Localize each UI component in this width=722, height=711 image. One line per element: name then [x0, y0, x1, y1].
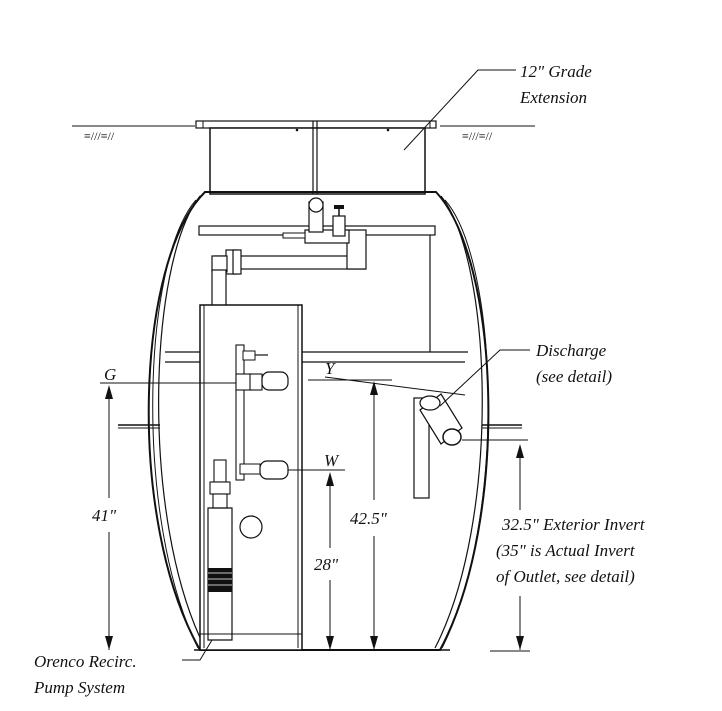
tank-body	[118, 191, 522, 651]
discharge-label-2: (see detail)	[536, 367, 612, 386]
dimension-42-5-label: 42.5"	[350, 509, 388, 528]
grade-extension-label-1: 12" Grade	[520, 62, 592, 81]
invert-label-2: (35" is Actual Invert	[496, 541, 636, 560]
invert-label-1: 32.5" Exterior Invert	[501, 515, 646, 534]
level-lines	[100, 376, 528, 471]
invert-label-3: of Outlet, see detail)	[496, 567, 635, 586]
level-w-label: W	[324, 451, 340, 470]
ground-surface: ≡///≡// ≡///≡//	[72, 125, 535, 143]
float-switches	[235, 344, 289, 481]
pump-label-2: Pump System	[33, 678, 125, 697]
dimension-41	[105, 385, 113, 650]
discharge-label-1: Discharge	[535, 341, 607, 360]
svg-text:≡///≡//: ≡///≡//	[462, 129, 493, 143]
dimension-42-5	[370, 381, 378, 650]
grade-extension-riser	[195, 120, 437, 195]
pump-label-1: Orenco Recirc.	[34, 652, 137, 671]
level-g-label: G	[104, 365, 116, 384]
discharge-plumbing	[211, 197, 367, 275]
leader-lines	[182, 69, 530, 661]
dimension-28-label: 28"	[314, 555, 339, 574]
level-y-label: Y	[325, 359, 336, 378]
svg-text:≡///≡//: ≡///≡//	[84, 129, 115, 143]
dimension-28	[326, 472, 334, 650]
dimension-41-label: 41"	[92, 506, 117, 525]
submersible-pump	[207, 459, 233, 641]
grade-extension-label-2: Extension	[519, 88, 587, 107]
dimension-32-5	[490, 444, 530, 652]
outlet-pipe	[413, 393, 463, 499]
